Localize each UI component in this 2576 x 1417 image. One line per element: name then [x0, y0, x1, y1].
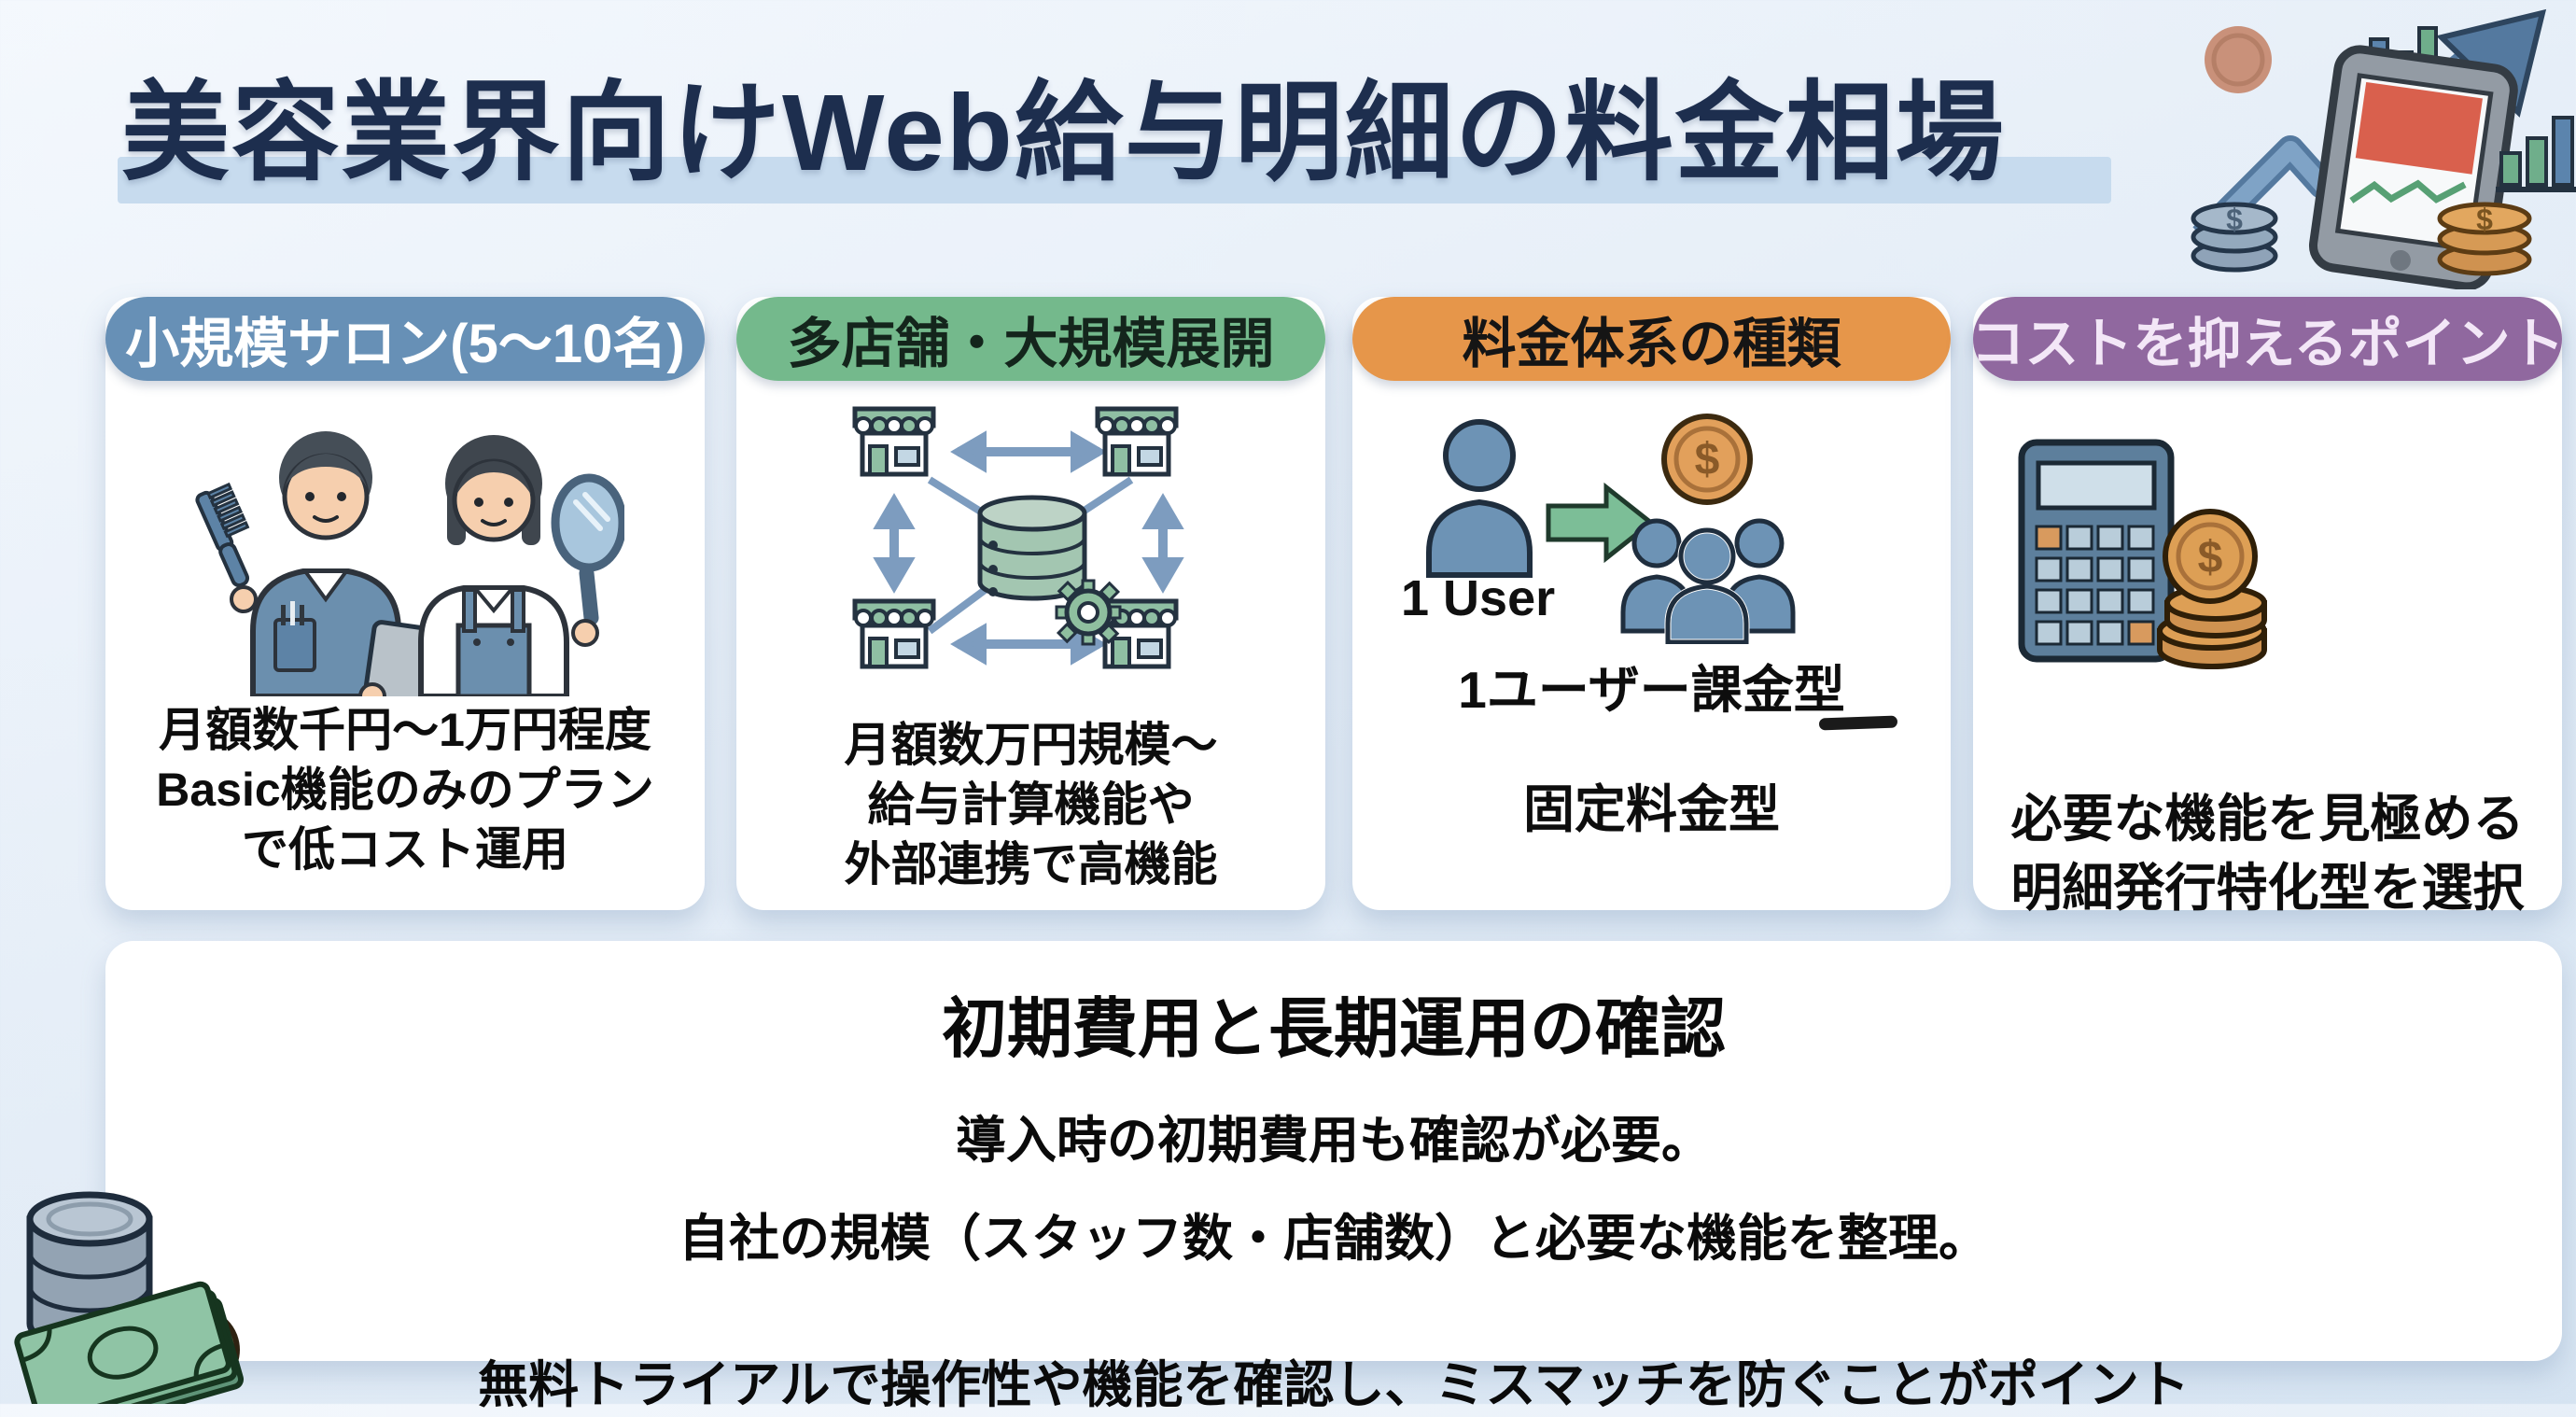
- svg-text:$: $: [2476, 203, 2493, 236]
- comb-icon: [195, 482, 250, 588]
- text-line: 外部連携で高機能: [844, 838, 1218, 891]
- text-line: 月額数千円〜1万円程度: [159, 704, 651, 756]
- card-small-salon: 小規模サロン(5〜10名): [105, 297, 705, 910]
- card-multi-store-text: 月額数万円規模〜 給与計算機能や 外部連携で高機能: [736, 715, 1325, 894]
- female-stylist-icon: [418, 435, 624, 696]
- bottom-panel-footnote: 無料トライアルで操作性や機能を確認し、ミスマッチを防ぐことがポイント: [478, 1357, 2190, 1413]
- bottom-panel-title: 初期費用と長期運用の確認: [942, 992, 1726, 1065]
- title-underline: [118, 157, 2111, 203]
- bottom-panel-line: 自社の規模（スタッフ数・店舗数）と必要な機能を整理。: [679, 1211, 1989, 1267]
- text-line: Basic機能のみのプラン: [156, 764, 654, 816]
- card-pricing-types: 料金体系の種類 $: [1352, 297, 1951, 910]
- per-user-pricing-illustration: $: [1426, 414, 1796, 644]
- card-multi-store: 多店舗・大規模展開: [736, 297, 1325, 910]
- bills-icon: [14, 1281, 245, 1404]
- tablet-growth-illustration: $ $: [2191, 8, 2576, 289]
- card-cost-saving-header: コストを抑えるポイント: [1973, 297, 2562, 381]
- money-coins-bills-illustration: [14, 1191, 245, 1404]
- arrow-right-icon: [1546, 482, 1656, 564]
- gear-icon: [1055, 579, 1122, 646]
- text-line: 必要な機能を見極める: [2010, 790, 2525, 848]
- database-icon: [977, 495, 1087, 601]
- card-cost-saving: コストを抑えるポイント: [1973, 297, 2562, 917]
- bar-chart-right-icon: [2496, 116, 2576, 192]
- card-small-salon-header: 小規模サロン(5〜10名): [105, 297, 705, 381]
- card-pricing-types-header: 料金体系の種類: [1352, 297, 1951, 381]
- pricing-type-per-user: 1ユーザー課金型: [1458, 661, 1845, 719]
- orange-coin-stack-icon: $: [2437, 202, 2532, 276]
- card-multi-store-header: 多店舗・大規模展開: [736, 297, 1325, 381]
- blue-coin-stack-icon: $: [2191, 202, 2278, 273]
- user-icon: [1426, 419, 1533, 578]
- bottom-panel: 初期費用と長期運用の確認 導入時の初期費用も確認が必要。 自社の規模（スタッフ数…: [105, 941, 2562, 1413]
- pricing-type-fixed: 固定料金型: [1522, 780, 1780, 838]
- page-title: 美容業界向けWeb給与明細の料金相場: [121, 72, 2006, 193]
- dollar-coin-icon: $: [1661, 414, 1753, 505]
- card-small-salon-text: 月額数千円〜1万円程度 Basic機能のみのプラン で低コスト運用: [105, 700, 705, 879]
- salon-staff-illustration: [195, 431, 624, 696]
- user-group-icon: [1620, 518, 1796, 644]
- calculator-coins-illustration: $: [2018, 439, 2267, 669]
- svg-text:$: $: [1695, 435, 1720, 484]
- calculator-icon: [2018, 439, 2175, 663]
- male-stylist-icon: [195, 431, 441, 696]
- text-line: 明細発行特化型を選択: [2010, 859, 2525, 917]
- coin-stack-icon: $: [2157, 509, 2267, 669]
- text-line: で低コスト運用: [242, 823, 568, 876]
- text-line: 月額数万円規模〜: [844, 719, 1218, 771]
- one-user-label: 1 User: [1401, 570, 1556, 626]
- text-line: 給与計算機能や: [867, 779, 1195, 831]
- svg-text:$: $: [2198, 533, 2223, 582]
- card-cost-saving-text: 必要な機能を見極める 明細発行特化型を選択: [1973, 784, 2562, 922]
- bottom-panel-line: 導入時の初期費用も確認が必要。: [956, 1113, 1712, 1169]
- artifact-dash: [1818, 715, 1898, 731]
- multi-store-network-illustration: [825, 400, 1184, 698]
- hand-mirror-icon: [551, 473, 624, 647]
- svg-text:$: $: [2226, 203, 2243, 236]
